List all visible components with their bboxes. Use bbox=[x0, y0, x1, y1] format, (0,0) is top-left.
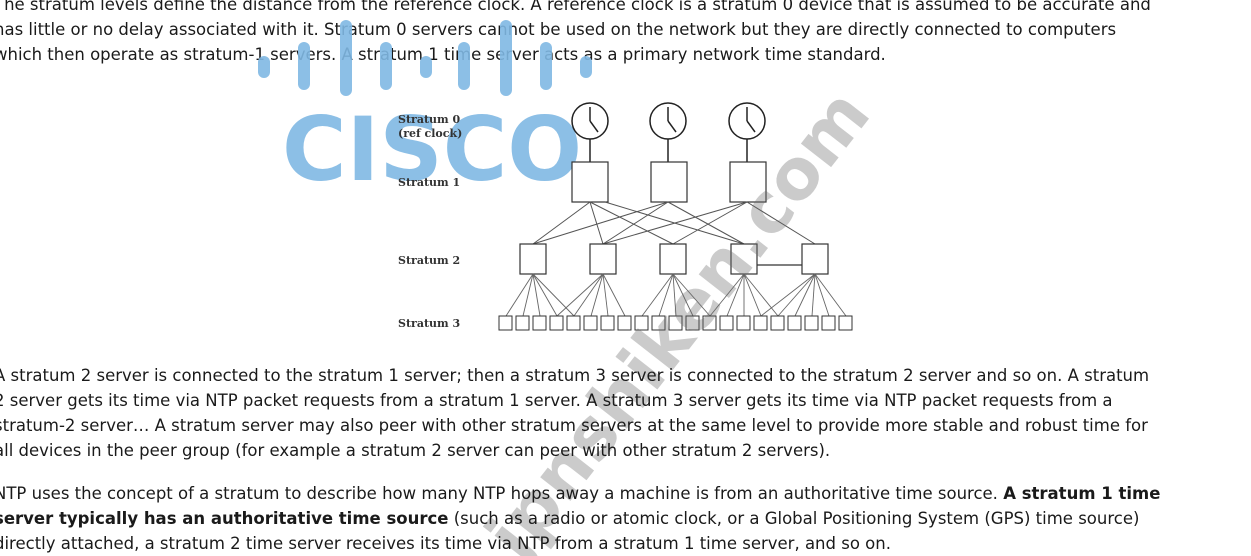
stratum1-server bbox=[729, 161, 767, 203]
stratum-paragraph: A stratum 2 server is connected to the s… bbox=[0, 363, 1251, 463]
stratum2-to-stratum3-links bbox=[505, 273, 847, 317]
text-line: 2 server gets its time via NTP packet re… bbox=[0, 391, 1113, 410]
stratum0-sublabel: (ref clock) bbox=[398, 127, 462, 140]
stratum3-client bbox=[838, 315, 853, 331]
cisco-logo-text: CISCO bbox=[282, 98, 582, 201]
intro-paragraph: The stratum levels define the distance f… bbox=[0, 0, 1251, 67]
stratum2-server bbox=[589, 243, 617, 275]
clock-icon bbox=[728, 102, 766, 140]
stratum3-client bbox=[566, 315, 581, 331]
stratum3-client bbox=[770, 315, 785, 331]
stratum1-server bbox=[571, 161, 609, 203]
stratum3-client bbox=[821, 315, 836, 331]
stratum3-client bbox=[736, 315, 751, 331]
text-line: all devices in the peer group (for examp… bbox=[0, 441, 831, 460]
stratum3-client bbox=[804, 315, 819, 331]
stratum3-client bbox=[651, 315, 666, 331]
clock-icon bbox=[649, 102, 687, 140]
stratum3-client bbox=[702, 315, 717, 331]
stratum3-client bbox=[532, 315, 547, 331]
stratum2-server bbox=[730, 243, 758, 275]
stratum2-server bbox=[801, 243, 829, 275]
stratum3-client bbox=[753, 315, 768, 331]
text-line: NTP uses the concept of a stratum to des… bbox=[0, 484, 1161, 503]
text-line: stratum-2 server… A stratum server may a… bbox=[0, 416, 1148, 435]
stratum3-client bbox=[634, 315, 649, 331]
stratum1-server bbox=[650, 161, 688, 203]
stratum2-label: Stratum 2 bbox=[398, 254, 460, 267]
text-line: The stratum levels define the distance f… bbox=[0, 0, 1151, 14]
stratum2-server bbox=[519, 243, 547, 275]
bold-text: server typically has an authoritative ti… bbox=[0, 509, 449, 528]
text-line: A stratum 2 server is connected to the s… bbox=[0, 366, 1150, 385]
text-line: which then operate as stratum-1 servers.… bbox=[0, 45, 886, 64]
stratum3-client bbox=[549, 315, 564, 331]
stratum3-label: Stratum 3 bbox=[398, 317, 460, 330]
stratum2-server bbox=[659, 243, 687, 275]
stratum3-client bbox=[685, 315, 700, 331]
stratum3-client bbox=[583, 315, 598, 331]
stratum1-to-stratum2-links bbox=[532, 201, 816, 245]
text-line: has little or no delay associated with i… bbox=[0, 20, 1117, 39]
stratum3-client bbox=[515, 315, 530, 331]
text-line: server typically has an authoritative ti… bbox=[0, 506, 1251, 531]
text-line: directly attached, a stratum 2 time serv… bbox=[0, 534, 891, 553]
stratum0-label: Stratum 0 bbox=[398, 113, 460, 126]
stratum3-client bbox=[617, 315, 632, 331]
stratum3-client bbox=[498, 315, 513, 331]
stratum3-client bbox=[668, 315, 683, 331]
stratum1-label: Stratum 1 bbox=[398, 176, 460, 189]
clock-icon bbox=[571, 102, 609, 140]
stratum3-client bbox=[600, 315, 615, 331]
stratum3-client bbox=[719, 315, 734, 331]
stratum3-client bbox=[787, 315, 802, 331]
bold-text: A stratum 1 time bbox=[1003, 484, 1161, 503]
ntp-paragraph: NTP uses the concept of a stratum to des… bbox=[0, 481, 1251, 556]
